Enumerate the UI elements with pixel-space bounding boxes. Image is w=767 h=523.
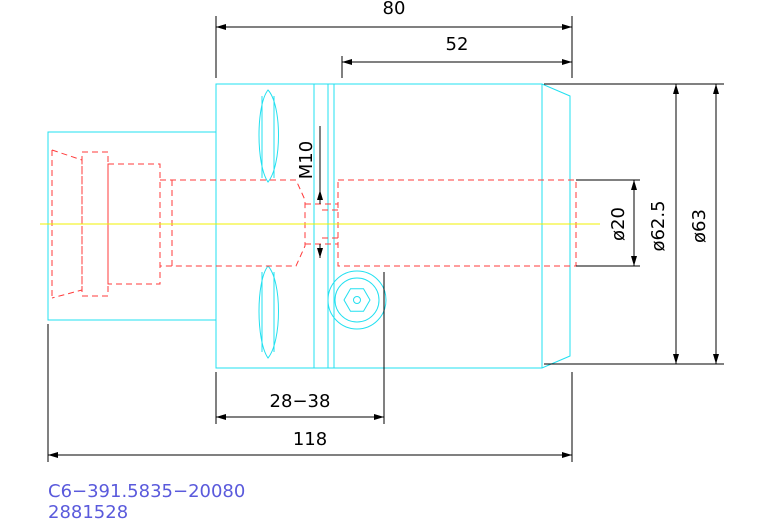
dim-bore-diameter: ø20 [608, 207, 629, 241]
body-outline [327, 83, 571, 369]
dimension-lines [47, 16, 724, 462]
dim-52: 52 [446, 34, 469, 55]
part-code: C6−391.5835−20080 [48, 481, 245, 502]
flange-outline [215, 83, 329, 369]
dim-outer-diameter: ø63 [689, 209, 710, 243]
dim-118: 118 [293, 429, 327, 450]
part-number: 2881528 [48, 502, 128, 523]
drive-slot-bottom [258, 265, 279, 359]
hex-socket-icon [343, 288, 371, 312]
dim-80: 80 [383, 0, 406, 19]
dim-body-diameter: ø62.5 [648, 200, 669, 251]
dim-28-38: 28−38 [270, 391, 331, 412]
shank-outline [47, 131, 216, 321]
clamp-screw-outer [327, 270, 387, 330]
drive-slot-top [258, 89, 279, 183]
dim-m10: M10 [296, 141, 317, 179]
clamp-screw-inner [334, 277, 380, 323]
part-outline [47, 83, 571, 369]
